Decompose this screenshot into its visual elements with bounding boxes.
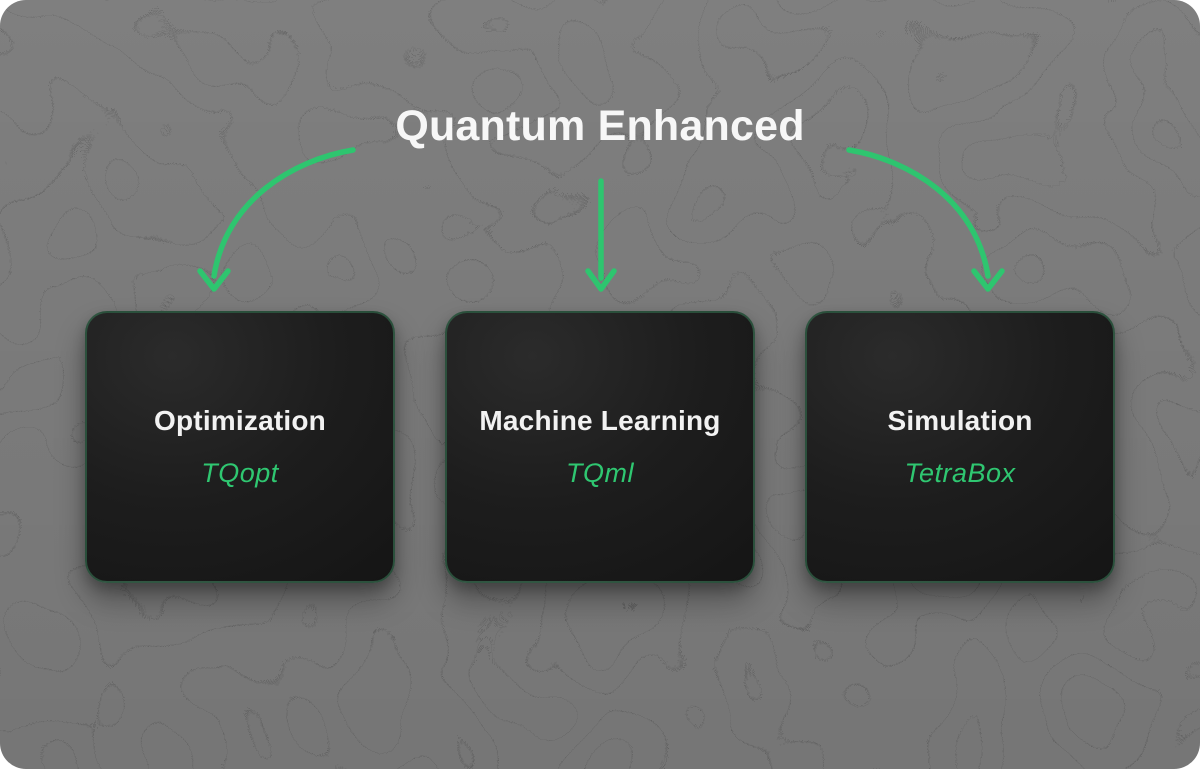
card-label: Simulation xyxy=(887,405,1033,436)
card-product: TetraBox xyxy=(904,458,1016,488)
card-optimization: Optimization TQopt xyxy=(85,311,395,583)
card-product: TQopt xyxy=(201,458,279,488)
diagram-title: Quantum Enhanced xyxy=(395,102,805,150)
card-product: TQml xyxy=(566,458,634,488)
cards-row: Optimization TQopt Machine Learning TQml… xyxy=(85,311,1115,583)
card-simulation: Simulation TetraBox xyxy=(805,311,1115,583)
card-label: Machine Learning xyxy=(479,405,721,436)
card-label: Optimization xyxy=(154,405,326,436)
card-machine-learning: Machine Learning TQml xyxy=(445,311,755,583)
